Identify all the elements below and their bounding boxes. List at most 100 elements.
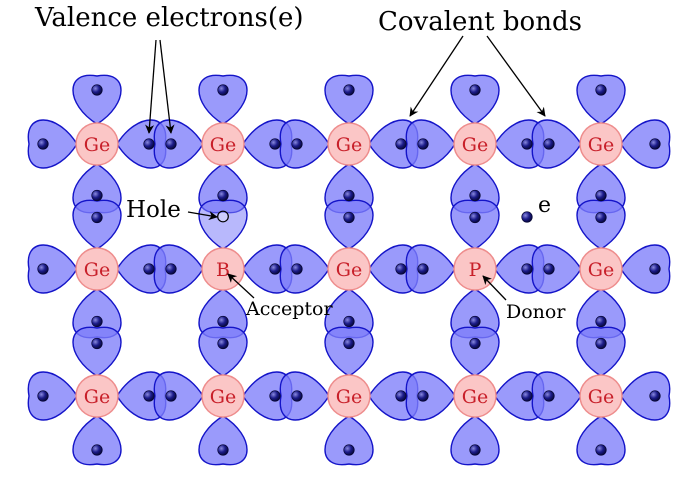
atom-circle [75,247,119,291]
atom-symbol: Ge [210,134,236,156]
hole-label: Hole [126,197,181,223]
orbital-lobe [405,244,456,294]
atom-symbol: Ge [588,386,614,408]
electron [291,263,303,275]
orbital-lobe [279,371,330,421]
atom-symbol: Ge [462,134,488,156]
atom-circle [327,247,371,291]
electron [595,337,607,350]
covalent-arrow-right [486,35,546,117]
free-electron-label: e [538,193,551,218]
electron [469,84,481,96]
orbital-lobe [153,119,204,169]
atom-circle [453,374,497,418]
atom-symbol: Ge [84,386,110,408]
orbital-lobe [576,415,626,466]
orbital-lobe [279,244,330,294]
covalent-arrow-left [409,35,464,117]
atom-circle [579,247,623,291]
atom-symbol: Ge [588,134,614,156]
orbital-lobe [405,371,456,421]
electron [291,138,303,150]
valence-arrow-right [159,39,175,134]
electron [521,211,533,223]
atom-circle [201,122,245,166]
valence-electrons-label: Valence electrons(e) [34,3,304,33]
electrons-layer [37,84,661,456]
electron [649,390,661,402]
electron [543,138,555,150]
electron [595,211,607,224]
orbital-lobe [198,199,248,250]
orbital-lobe [72,199,122,250]
orbital-lobe [324,326,374,377]
orbital-lobe [72,415,122,466]
electron [165,138,177,150]
electron [343,337,355,350]
orbital-lobe [324,74,374,125]
atom-symbol: Ge [84,259,110,281]
orbital-lobe [620,371,671,421]
electron [469,337,481,350]
atom-symbol: Ge [84,134,110,156]
electron [165,263,177,275]
orbital-lobe [324,199,374,250]
atom-symbol: Ge [462,386,488,408]
electron [143,138,155,150]
orbital-lobe [531,244,582,294]
acceptor-label: Acceptor [245,298,333,320]
electron [217,444,229,456]
electron [649,263,661,275]
electron [543,263,555,275]
electron [91,337,103,350]
electron [91,444,103,456]
electron [343,315,355,328]
atom-circle [327,374,371,418]
orbital-lobe [405,119,456,169]
electron [521,390,533,402]
electron [37,390,49,402]
annotation-arrows [145,35,546,301]
electron [217,337,229,350]
orbital-lobe [153,244,204,294]
orbital-lobes-layer [27,74,671,466]
electron [165,390,177,402]
electron [217,189,229,202]
orbital-lobe [198,415,248,466]
electron [469,189,481,202]
electron [37,138,49,150]
electron [143,390,155,402]
electron [417,390,429,402]
orbital-lobe [450,415,500,466]
electron [595,315,607,328]
electron [395,390,407,402]
covalent-bonds-label: Covalent bonds [378,7,582,37]
atom-circle [75,122,119,166]
atom-symbol: Ge [588,259,614,281]
atom-circle [579,374,623,418]
electron [143,263,155,275]
atom-symbol: Ge [336,134,362,156]
atom-symbol: B [216,259,230,281]
electron [649,138,661,150]
orbital-lobe [153,371,204,421]
electron [469,315,481,328]
electron [469,444,481,456]
orbital-lobe [72,74,122,125]
electron [269,263,281,275]
electron [343,211,355,224]
orbital-lobe [531,119,582,169]
electron [37,263,49,275]
orbital-lobe [576,74,626,125]
atom-symbol: P [469,259,482,281]
electron [269,138,281,150]
orbital-lobe [450,326,500,377]
electron [343,189,355,202]
electron [91,211,103,224]
atom-circle [579,122,623,166]
valence-arrow-left [145,39,157,134]
orbital-lobe [198,326,248,377]
electron [595,444,607,456]
orbital-lobe [531,371,582,421]
